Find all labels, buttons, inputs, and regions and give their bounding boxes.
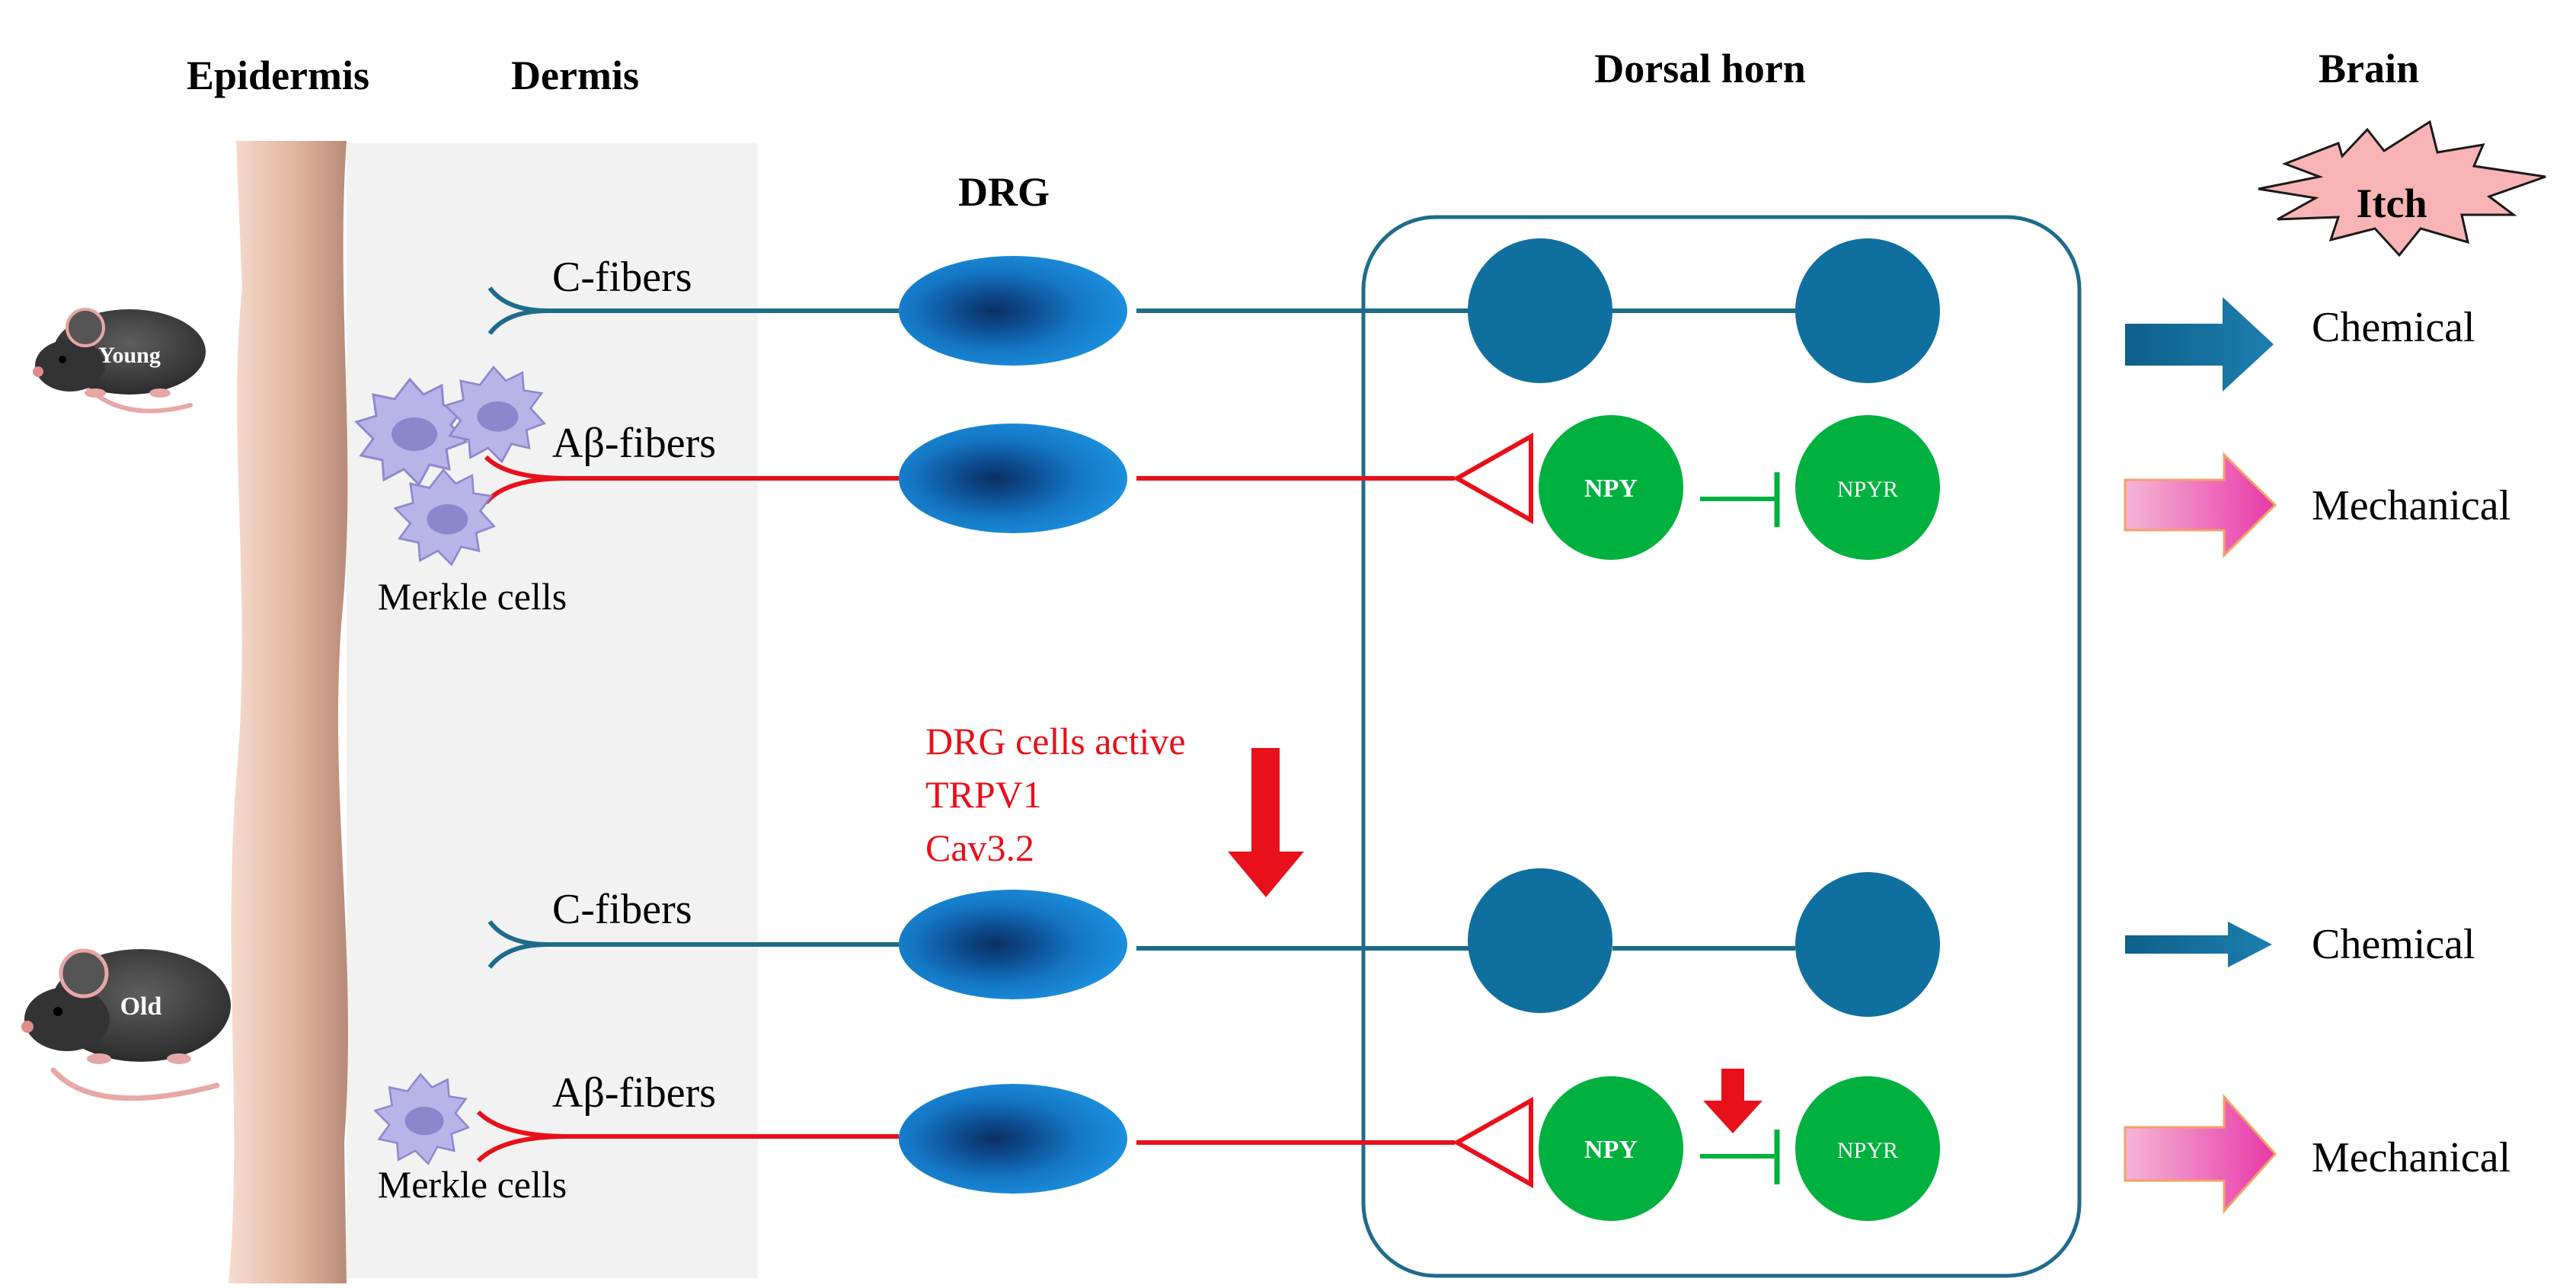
young-dorsal-neuron-2 [1795,238,1940,383]
young-mouse-foot [149,388,171,398]
itch-label: Itch [2357,181,2427,226]
npy-decrease-arrow [1703,1069,1763,1133]
old-merkle-cells: Merkle cells [373,1072,567,1206]
old-c-fibers-label: C-fibers [552,886,692,933]
old-abeta-fiber-row: Aβ-fibers NPY NPYR Mechanical [476,1069,2510,1221]
merkel-cell [373,1072,471,1165]
young-merkle-cells-label: Merkle cells [378,575,567,618]
header-drg: DRG [958,169,1050,215]
young-dorsal-neuron-1 [1468,238,1612,383]
merkel-cell [393,468,496,567]
header-brain: Brain [2319,46,2419,91]
young-c-fibers-label: C-fibers [552,254,692,301]
young-npy-label: NPY [1584,475,1638,503]
header-dorsal-horn: Dorsal horn [1594,46,1806,91]
young-mouse-ear [66,308,105,347]
old-mouse-foot [87,1053,111,1064]
old-mouse-foot [167,1053,191,1064]
old-npyr-label: NPYR [1837,1138,1898,1163]
young-c-drg-cell [899,256,1127,366]
old-chemical-arrow [2125,922,2272,967]
old-merkle-cells-label: Merkle cells [378,1163,567,1206]
young-npyr-neuron [1795,415,1940,560]
old-mouse-tail [50,1067,220,1101]
young-abeta-drg-cell [899,423,1127,533]
young-mechanical-arrow [2124,452,2277,558]
header-dermis: Dermis [511,53,639,98]
young-mouse-nose [33,366,43,377]
old-mechanical-arrow [2124,1094,2277,1214]
drg-increase-arrow [1228,748,1304,897]
young-chemical-arrow [2125,297,2274,392]
old-mouse-label: Old [120,992,162,1021]
old-abeta-fibers-label: Aβ-fibers [552,1069,716,1117]
old-chemical-label: Chemical [2312,921,2475,968]
old-mouse-head [24,987,110,1051]
epidermis-layer [229,141,348,1283]
old-npyr-neuron [1795,1076,1940,1221]
young-mouse: Young [33,308,206,414]
young-c-fiber-ending [487,286,549,335]
old-c-drg-cell [899,890,1127,999]
young-mouse-foot [85,388,106,398]
old-mouse-ear [59,948,109,999]
young-chemical-label: Chemical [2312,304,2475,351]
young-mechanical-label: Mechanical [2312,482,2510,529]
young-abeta-fiber-row: Aβ-fibers NPY NPYR Mechanical [484,415,2510,560]
old-mouse-nose [21,1021,34,1033]
dorsal-horn-box [1361,215,2082,1278]
young-merkle-cells: Merkle cells [354,365,567,618]
young-mouse-head [35,340,105,392]
merkel-cell [354,377,468,487]
old-npy-label: NPY [1584,1136,1638,1164]
young-synapse-terminal [1452,432,1533,525]
young-mouse-eye [59,356,66,363]
old-abeta-drg-cell [899,1084,1127,1194]
old-dorsal-neuron-2 [1795,872,1940,1017]
old-synapse-terminal [1452,1096,1533,1189]
young-npy-neuron [1539,415,1683,560]
merkel-cell [443,365,546,464]
old-drg-notes: DRG cells active TRPV1 Cav3.2 [925,720,1186,869]
drg-note-1: DRG cells active [925,720,1186,762]
old-c-fiber-ending [487,920,549,969]
old-mouse-eye [53,1007,62,1016]
old-mouse: Old [21,948,231,1101]
old-dorsal-neuron-1 [1468,868,1612,1013]
old-c-fiber-row: C-fibers Chemical [487,868,2475,1017]
itch-burst-shape [2258,120,2546,257]
old-mechanical-label: Mechanical [2312,1134,2510,1181]
drg-note-3: Cav3.2 [925,826,1034,869]
old-npy-neuron [1539,1076,1683,1221]
young-c-fiber-row: C-fibers Chemical [487,238,2475,392]
old-abeta-fiber-ending [476,1110,568,1163]
young-abeta-fibers-label: Aβ-fibers [552,420,716,467]
young-mouse-label: Young [98,343,161,368]
drg-note-2: TRPV1 [925,773,1042,816]
header-epidermis: Epidermis [187,53,369,98]
young-npyr-label: NPYR [1837,477,1898,502]
itch-burst: Itch [2258,120,2546,257]
